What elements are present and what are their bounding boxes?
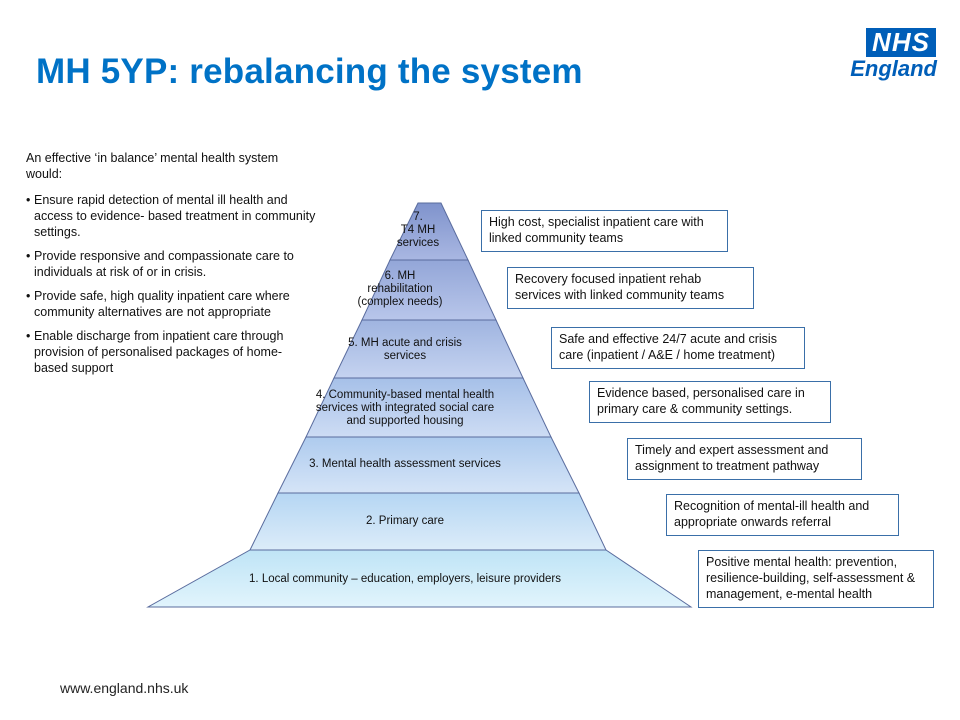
intro-bullet: •Ensure rapid detection of mental ill he…: [26, 193, 316, 239]
callout-tier-3: Timely and expert assessment and assignm…: [627, 438, 862, 480]
tier-1-label: 1. Local community – education, employer…: [249, 573, 561, 585]
bullet-dot: •: [26, 329, 31, 343]
bullet-dot: •: [26, 193, 31, 207]
intro-lead: An effective ‘in balance’ mental health …: [26, 151, 279, 181]
tier-7-label: 7. T4 MH services: [396, 211, 440, 249]
tier-4-label: 4. Community-based mental health service…: [315, 389, 495, 427]
tier-5-label: 5. MH acute and crisis services: [348, 337, 462, 362]
tier-6-label: 6. MH rehabilitation (complex needs): [357, 270, 443, 308]
pyramid-diagram: [146, 202, 693, 608]
tier-2-label: 2. Primary care: [366, 515, 444, 527]
nhs-logo-region: England: [850, 56, 937, 81]
callout-tier-2: Recognition of mental-ill health and app…: [666, 494, 899, 536]
bullet-dot: •: [26, 249, 31, 263]
intro-bullet: •Enable discharge from inpatient care th…: [26, 329, 284, 375]
callout-tier-1: Positive mental health: prevention, resi…: [698, 550, 934, 608]
tier-3-label: 3. Mental health assessment services: [309, 458, 501, 470]
intro-bullet: •Provide responsive and compassionate ca…: [26, 249, 294, 279]
callout-tier-7: High cost, specialist inpatient care wit…: [481, 210, 728, 252]
nhs-logo-box: NHS: [866, 28, 936, 57]
callout-tier-6: Recovery focused inpatient rehab service…: [507, 267, 754, 309]
intro-text: An effective ‘in balance’ mental health …: [26, 150, 316, 384]
footer-url: www.england.nhs.uk: [60, 680, 189, 696]
callout-tier-4: Evidence based, personalised care in pri…: [589, 381, 831, 423]
page-title: MH 5YP: rebalancing the system: [36, 52, 583, 91]
bullet-dot: •: [26, 289, 31, 303]
pyramid-tier-1: [146, 549, 693, 608]
callout-tier-5: Safe and effective 24/7 acute and crisis…: [551, 327, 805, 369]
nhs-england-logo: NHS England: [845, 28, 937, 83]
intro-bullet: •Provide safe, high quality inpatient ca…: [26, 289, 290, 319]
